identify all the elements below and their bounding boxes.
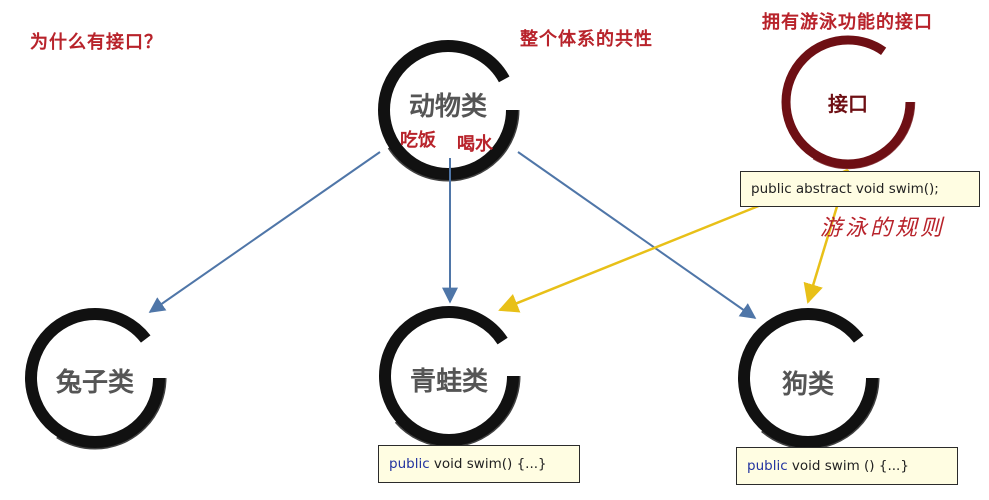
frog-impl-keyword: public [389,456,430,472]
interface-method-box: public abstract void swim(); [740,171,980,207]
arrow-animal-to-dog [517,151,757,319]
frog-impl-box: public void swim() {...} [378,445,580,483]
interface-circle [780,34,916,170]
animal-method-drink: 喝水 [457,134,493,155]
frog-class-label: 青蛙类 [409,367,488,397]
animal-class-label: 动物类 [408,92,487,122]
arrow-animal-to-rabbit [148,151,381,313]
animal-circle [376,38,520,182]
dog-class-label: 狗类 [781,370,834,400]
interface-method-code: public abstract void swim(); [751,181,939,197]
interface-label: 接口 [828,92,868,116]
dog-impl-keyword: public [747,458,788,474]
rabbit-circle [23,306,167,450]
swim-interface-heading: 拥有游泳功能的接口 [762,12,933,33]
dog-impl-box: public void swim () {...} [736,447,958,485]
dog-impl-code: void swim () {...} [787,458,909,474]
why-interface-heading: 为什么有接口？ [30,32,163,53]
frog-impl-code: void swim() {...} [429,456,547,472]
rabbit-class-label: 兔子类 [55,368,134,398]
whole-system-heading: 整个体系的共性 [520,29,653,50]
swim-rule-annotation: 游泳的规则 [820,216,946,241]
animal-method-eat: 吃饭 [400,130,436,151]
